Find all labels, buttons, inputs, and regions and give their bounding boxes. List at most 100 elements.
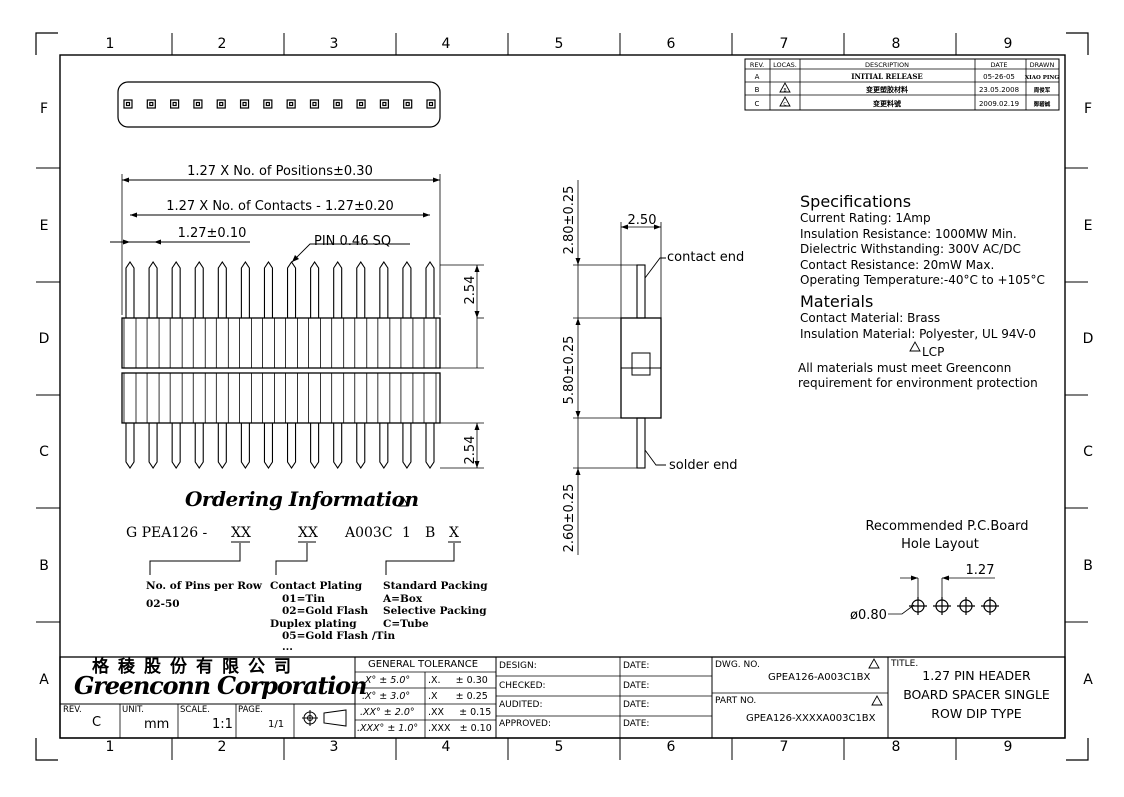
zone-ticks <box>36 33 1088 760</box>
material-lcp: LCP <box>922 345 945 359</box>
part-no-value: GPEA126-XXXXA003C1BX <box>746 713 876 724</box>
projection-symbol <box>302 709 347 727</box>
checked-label: CHECKED: <box>499 681 546 691</box>
company-name-cn: 格稜股份有限公司 <box>92 657 300 677</box>
top-view-hole <box>286 99 296 109</box>
revision-drawn: XIAO PING <box>1025 75 1060 81</box>
tolerance-left-2: .X° ± 3.0° <box>362 691 411 702</box>
dim-top-254: 2.54 <box>463 276 478 305</box>
date-label-1: DATE: <box>623 661 650 671</box>
revision-locas: B <box>783 88 786 94</box>
company-name-en: Greenconn Corporation <box>74 671 367 700</box>
dim-side-top: 2.80±0.25 <box>562 186 577 255</box>
rev-value: C <box>92 715 102 730</box>
spec-note-1: All materials must meet Greenconn <box>798 361 1012 375</box>
revision-date: 23.05.2008 <box>979 86 1019 94</box>
pin-note-leader <box>291 243 410 263</box>
pin-upper <box>171 261 181 319</box>
dim-positions: 1.27 X No. of Positions±0.30 <box>187 164 373 179</box>
top-view-hole-inner <box>405 101 410 107</box>
zone-column-label: 9 <box>1004 36 1013 52</box>
pin-upper <box>310 261 320 319</box>
spec-line-1: Current Rating: 1Amp <box>800 211 931 225</box>
spec-line-3: Dielectric Withstanding: 300V AC/DC <box>800 242 1021 256</box>
solder-end-label: solder end <box>669 458 738 473</box>
pin-note: PIN 0.46 SQ <box>314 234 391 249</box>
part-no-label: PART NO. <box>715 696 757 706</box>
pcb-pitch: 1.27 <box>966 563 995 578</box>
dim-pitch: 1.27±0.10 <box>178 226 247 241</box>
pin-lower <box>356 423 366 469</box>
revision-description: 变更料號 <box>873 99 901 108</box>
spec-title: Specifications <box>800 192 912 211</box>
zone-row-label: B <box>39 558 49 574</box>
pin-upper <box>286 261 297 319</box>
dim-bottom-254: 2.54 <box>463 436 478 465</box>
plating-line-1: Contact Plating <box>270 580 363 592</box>
dim-side-middle: 5.80±0.25 <box>562 336 577 405</box>
zone-row-label: F <box>40 101 48 117</box>
pins-line-1: No. of Pins per Row <box>146 580 262 592</box>
zone-column-label: 2 <box>218 36 227 52</box>
tolerance-left-1: .X° ± 5.0° <box>362 675 411 686</box>
zone-column-label: 8 <box>892 36 901 52</box>
ordering-code-e: B <box>425 525 436 541</box>
pin-lower <box>310 423 320 469</box>
packing-line-2: A=Box <box>383 593 423 605</box>
revision-description: 变更塑胶材料 <box>866 85 908 94</box>
header-pins <box>125 261 435 469</box>
zone-row-label: F <box>1084 101 1092 117</box>
ordering-code-c: A003C <box>345 525 393 541</box>
zone-column-label: 4 <box>442 739 451 755</box>
pin-upper <box>333 261 343 319</box>
top-view-hole-inner <box>312 101 317 107</box>
pin-upper <box>148 261 158 319</box>
pin-upper <box>240 261 250 319</box>
top-view-hole-inner <box>125 101 131 107</box>
design-label: DESIGN: <box>499 661 537 671</box>
tolerance-right-3: .XX ± 0.15 <box>428 707 492 718</box>
tolerance-title: GENERAL TOLERANCE <box>368 659 479 670</box>
zone-row-label: E <box>1084 218 1093 234</box>
ordering-code-a: XX <box>231 525 251 541</box>
top-view-hole-inner <box>289 101 294 107</box>
zone-column-label: 2 <box>218 739 227 755</box>
top-view-hole <box>216 99 226 109</box>
zone-column-label: 1 <box>106 739 115 755</box>
zone-row-label: D <box>39 331 50 347</box>
pin-lower <box>194 423 204 469</box>
revision-locas: C <box>783 102 786 108</box>
spec-note-2: requirement for environment protection <box>798 376 1038 390</box>
revision-description: INITIAL RELEASE <box>851 72 922 81</box>
pin-lower <box>171 423 181 469</box>
tolerance-right-2: .X ± 0.25 <box>428 691 488 702</box>
top-view-hole <box>356 99 366 109</box>
zone-column-label: 3 <box>330 36 339 52</box>
revision-header: REV. <box>750 61 764 69</box>
plating-line-2: 01=Tin <box>282 593 325 605</box>
tolerance-left-3: .XX° ± 2.0° <box>360 707 415 718</box>
dim-contacts: 1.27 X No. of Contacts - 1.27±0.20 <box>166 199 394 214</box>
date-label-4: DATE: <box>623 719 650 729</box>
plating-line-5: 05=Gold Flash /Tin <box>282 630 396 642</box>
title-block <box>59 656 1066 739</box>
pin-upper <box>125 261 135 319</box>
audited-label: AUDITED: <box>499 700 543 710</box>
spec-line-5: Operating Temperature:-40°C to +105°C <box>800 273 1045 287</box>
ordering-code-d: 1 <box>402 525 411 541</box>
scale-value: 1:1 <box>212 717 233 732</box>
corner-marks <box>35 32 1089 761</box>
zone-row-label: B <box>1083 558 1093 574</box>
zone-row-label: A <box>39 672 49 688</box>
top-view-hole <box>146 99 156 109</box>
pin-upper <box>356 261 366 319</box>
pcb-title-1: Recommended P.C.Board <box>865 519 1028 534</box>
zone-row-label: C <box>1083 444 1093 460</box>
front-view: 1.27 X No. of Positions±0.30 1.27 X No. … <box>110 164 484 469</box>
pin-lower <box>148 423 158 469</box>
top-view <box>117 81 441 128</box>
